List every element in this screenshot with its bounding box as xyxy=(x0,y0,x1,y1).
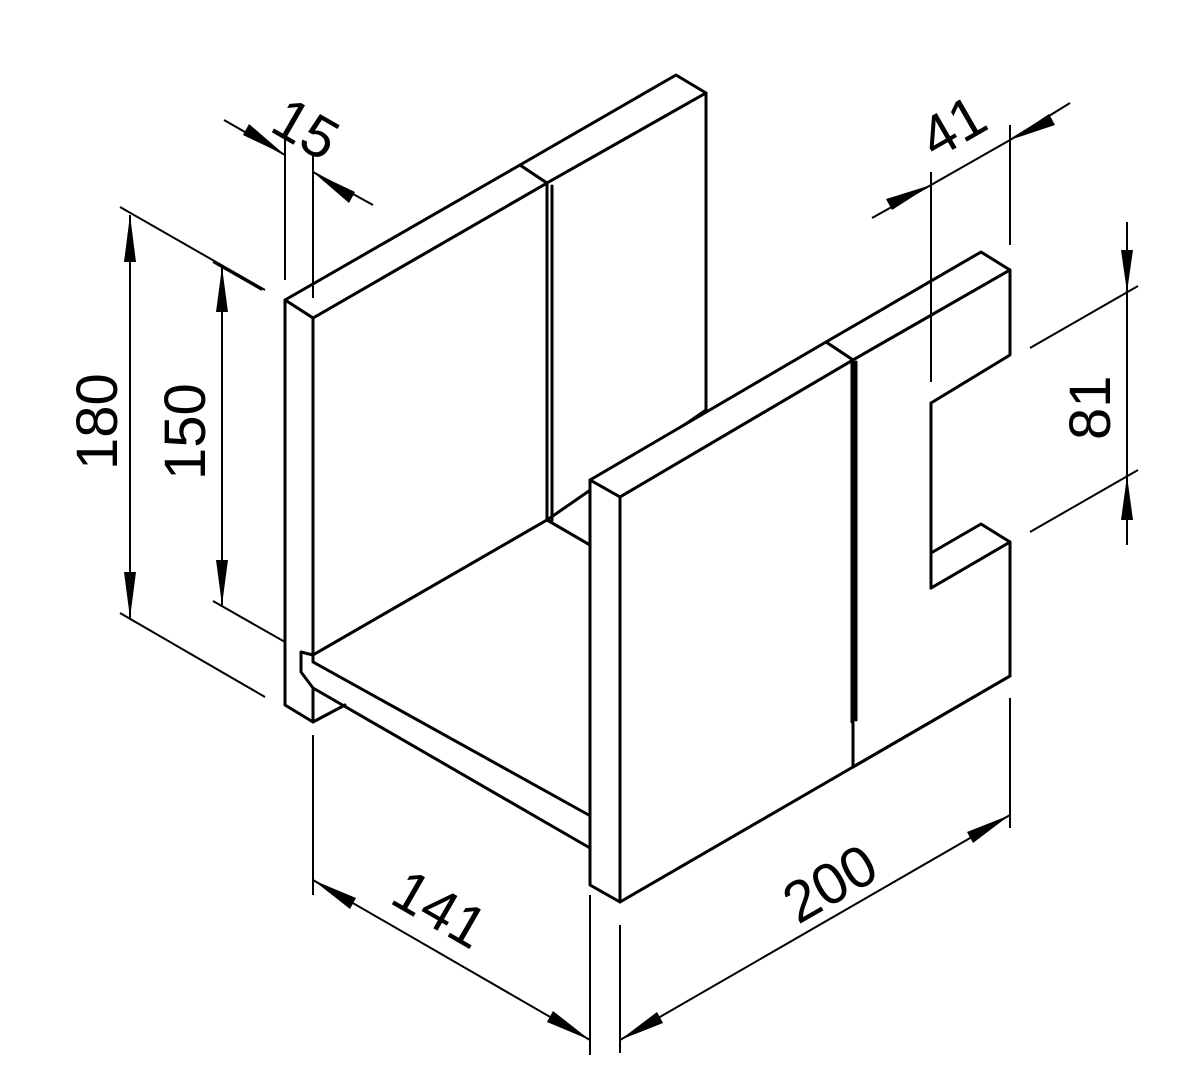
dim-thickness-label: 15 xyxy=(262,85,350,174)
dim-inner-height-label: 150 xyxy=(153,383,218,480)
dim-slot-width-line-main xyxy=(930,139,1011,186)
bottom-board-lower-edge xyxy=(311,703,347,724)
dim-depth-arrow-left xyxy=(313,880,356,909)
dim-depth-arrow-right xyxy=(547,1011,590,1040)
dim-slot-depth: 81 xyxy=(1029,222,1139,545)
dim-slot-depth-arrow-top xyxy=(1121,250,1133,292)
dim-inner-height-arrow-bottom xyxy=(216,560,228,605)
dim-total-height-label: 180 xyxy=(65,373,130,470)
dim-width-line xyxy=(619,814,1011,1041)
dim-width-arrow-left xyxy=(620,1012,663,1040)
dim-slot-width-arrow-2 xyxy=(1010,114,1055,140)
dim-total-height: 180 xyxy=(65,206,266,698)
dim-width-arrow-right xyxy=(967,815,1010,843)
dim-slot-depth-ext-top xyxy=(1029,285,1139,349)
dim-thickness-arrow-1 xyxy=(243,124,285,155)
dim-total-height-ext-bottom xyxy=(119,612,266,698)
dim-thickness-arrow-2 xyxy=(313,172,355,203)
front-panel-bottom-edge xyxy=(851,674,1012,769)
dim-depth-label: 141 xyxy=(382,857,498,962)
bottom-board-rear-edge xyxy=(545,518,592,547)
dim-total-height-arrow-top xyxy=(124,215,136,262)
dim-total-height-ext-top xyxy=(119,206,266,291)
dim-width-label: 200 xyxy=(772,832,888,937)
dim-slot-depth-label: 81 xyxy=(1058,375,1123,440)
front-panel-front-edge xyxy=(588,478,622,904)
dim-slot-depth-arrow-bottom xyxy=(1121,476,1133,520)
dim-inner-height-arrow-top xyxy=(216,267,228,312)
back-panel xyxy=(283,73,708,724)
dim-slot-depth-ext-bottom xyxy=(1029,469,1139,533)
dim-slot-width-arrow-1 xyxy=(886,185,931,210)
back-panel-rear-face xyxy=(545,91,708,522)
dim-inner-height-ext-top xyxy=(212,261,263,291)
dim-total-height-arrow-bottom xyxy=(124,572,136,618)
dim-depth-line xyxy=(312,879,591,1041)
front-panel xyxy=(588,250,1012,904)
dim-inner-height: 150 xyxy=(153,261,286,643)
dim-slot-width-label: 41 xyxy=(909,83,997,172)
dim-inner-height-ext-bottom xyxy=(212,600,286,643)
